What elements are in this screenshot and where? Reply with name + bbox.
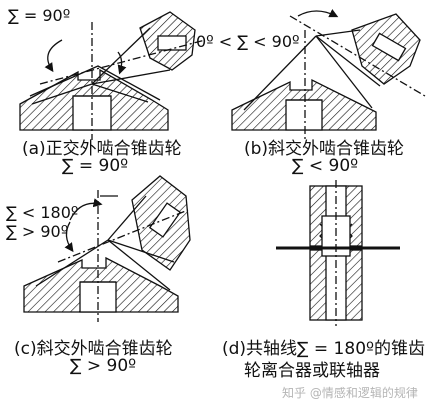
panel-c-caption-line2: ∑ > 90º (70, 356, 137, 376)
panel-c-angle-label-line2: ∑ > 90º (6, 222, 69, 241)
panel-a-caption-line2: ∑ = 90º (62, 156, 129, 176)
panel-c-drawing (23, 175, 191, 322)
watermark: 知乎 @情感和逻辑的规律 (282, 386, 418, 400)
panel-a-angle-arc (44, 39, 63, 73)
panel-d-drawing (276, 180, 400, 326)
panel-a-axis-horizontal (39, 39, 206, 85)
panel-b-drawing (231, 9, 426, 140)
panel-d-caption-line1: (d)共轴线∑ = 180º的锥齿 (222, 339, 426, 359)
panel-d-caption-line2: 轮离合器或联轴器 (244, 361, 380, 381)
panel-b-bore (285, 99, 323, 131)
panel-a-caption-line1: (a)正交外啮合锥齿轮 (22, 139, 182, 159)
panel-c-axis-inclined (57, 209, 189, 263)
panel-b-angle-label: 0º < ∑ < 90º (196, 32, 300, 51)
panel-a-drawing (19, 11, 206, 140)
panel-b-caption-line2: ∑ < 90º (292, 156, 359, 176)
panel-c-angle-arc (69, 198, 103, 221)
panel-b-caption-line1: (b)斜交外啮合锥齿轮 (244, 139, 405, 159)
panel-c-caption-line1: (c)斜交外啮合锥齿轮 (14, 339, 173, 359)
panel-b-angle-arc (297, 9, 339, 18)
panel-b-axis-inclined (289, 15, 426, 97)
panel-a-angle-label: ∑ = 90º (8, 6, 71, 25)
panel-c-angle-label-line1: ∑ < 180º (6, 203, 79, 222)
